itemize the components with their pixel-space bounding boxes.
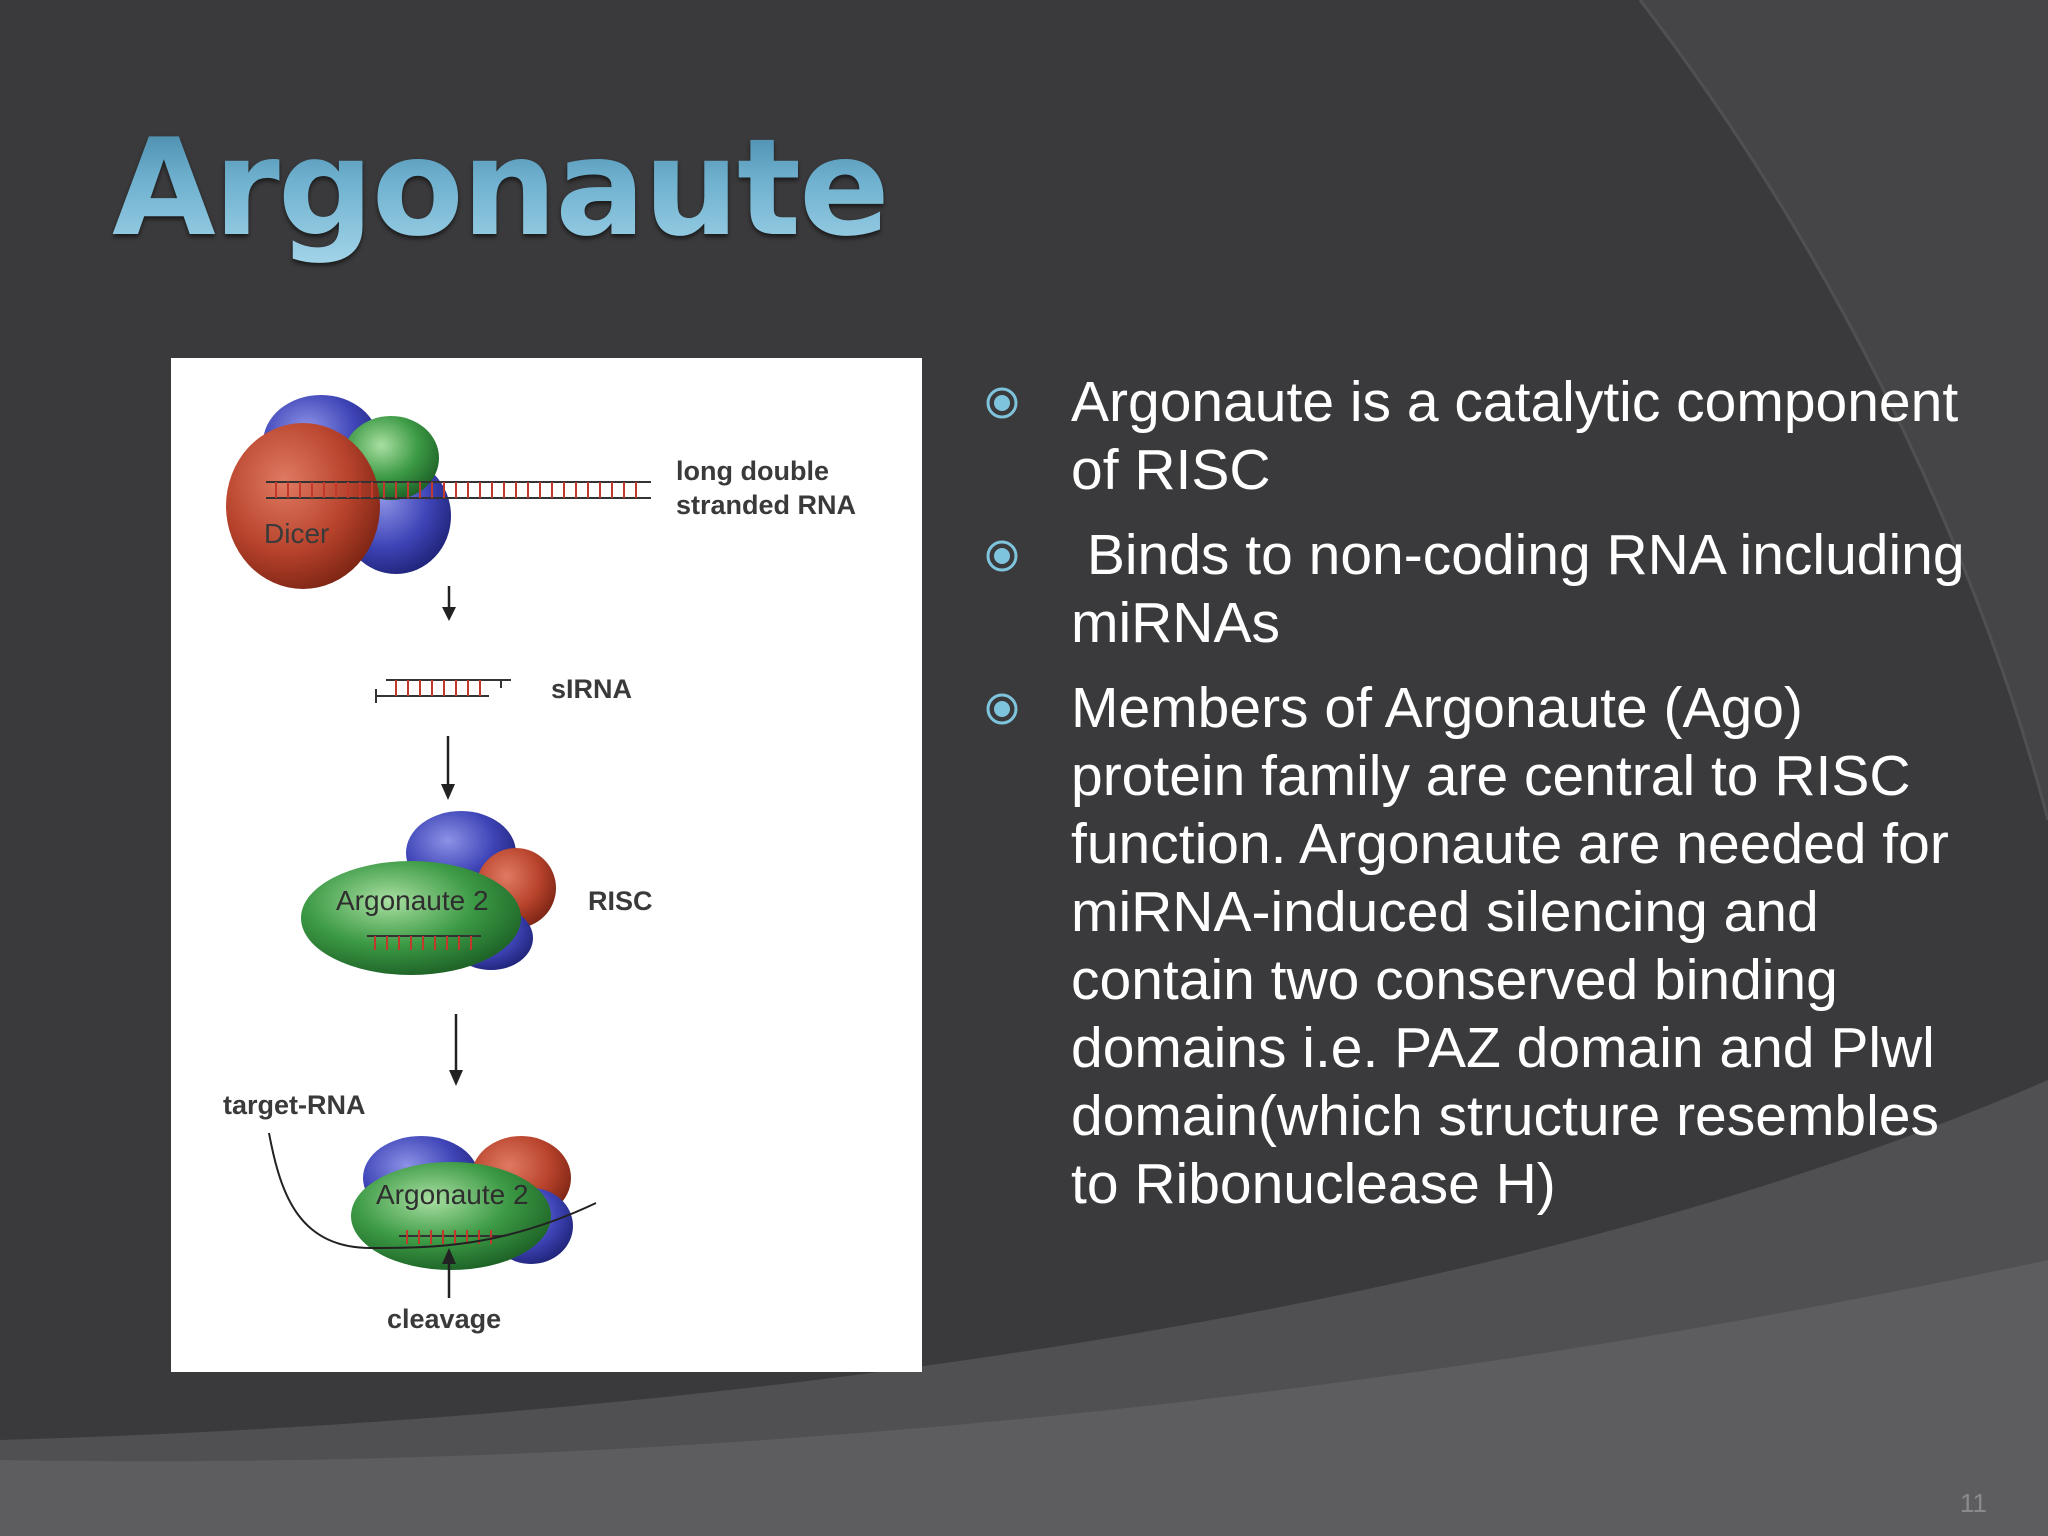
dicer-red-domain	[226, 423, 380, 589]
bullet-item: Binds to non-coding RNA including miRNAs	[985, 521, 1985, 657]
argonaute-risc-label: Argonaute 2	[336, 885, 489, 916]
dicer-label: Dicer	[264, 518, 329, 549]
arrow-sirna-to-risc	[441, 736, 455, 800]
long-dsrna-label-line1: long double	[676, 456, 829, 486]
risc-label: RISC	[588, 886, 653, 916]
bullet-text: Members of Argonaute (Ago) protein famil…	[1071, 676, 1965, 1216]
arrow-dicer-to-sirna	[442, 586, 456, 621]
arrow-risc-to-target	[449, 1014, 463, 1086]
circled-dot-bullet-icon	[986, 693, 1018, 725]
target-cleavage-complex	[351, 1136, 573, 1270]
background-arc-edge	[1638, 0, 2048, 821]
sirna-duplex	[375, 679, 511, 703]
cleavage-arrow	[442, 1248, 456, 1298]
slide-title: Argonaute	[112, 108, 890, 269]
rnai-pathway-figure: Dicer long double stranded RNA sIRNA	[171, 358, 922, 1372]
bullet-list: Argonaute is a catalytic component of RI…	[985, 368, 1985, 1235]
bullet-text: Argonaute is a catalytic component of RI…	[1071, 370, 1975, 502]
bullet-text: Binds to non-coding RNA including miRNAs	[1071, 523, 1981, 655]
cleavage-label: cleavage	[387, 1304, 501, 1334]
sirna-label: sIRNA	[551, 674, 632, 704]
risc-complex	[301, 811, 556, 975]
long-dsrna	[266, 481, 651, 499]
dicer-complex	[226, 395, 451, 589]
argonaute-target-label: Argonaute 2	[376, 1179, 529, 1210]
circled-dot-bullet-icon	[986, 540, 1018, 572]
long-dsrna-label-line2: stranded RNA	[676, 490, 856, 520]
bullet-item: Members of Argonaute (Ago) protein famil…	[985, 674, 1985, 1218]
rnai-pathway-diagram: Dicer long double stranded RNA sIRNA	[223, 395, 856, 1334]
bullet-item: Argonaute is a catalytic component of RI…	[985, 368, 1985, 504]
target-rna-strand	[268, 1132, 597, 1250]
background-arc-right	[1640, 0, 2048, 820]
background-wave-bottom-inner	[0, 1260, 2048, 1536]
circled-dot-bullet-icon	[986, 387, 1018, 419]
page-number: 11	[1960, 1488, 1987, 1518]
target-rna-label: target-RNA	[223, 1090, 366, 1120]
